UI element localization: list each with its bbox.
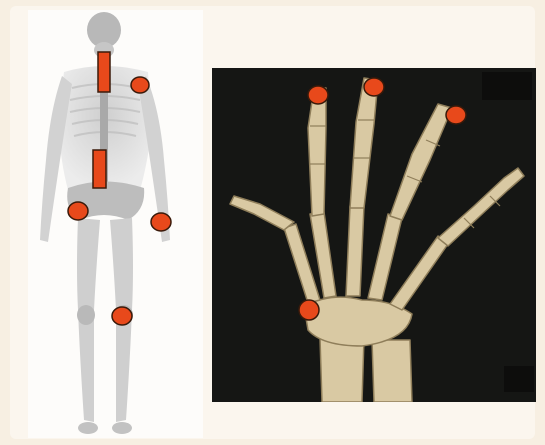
bone-scan-image (28, 10, 203, 438)
marker-thumb-base (299, 300, 319, 320)
hand-3d-ct-render (212, 68, 536, 402)
index-finger (308, 88, 326, 216)
marker-lumbar-spine (93, 150, 106, 188)
whole-body-bone-scan (28, 10, 203, 438)
marker-cervical-spine (98, 52, 110, 92)
marker-right-shoulder (131, 77, 149, 93)
radius-bone (320, 338, 364, 402)
marker-ring-fingertip (446, 106, 466, 124)
marker-right-hip (68, 202, 88, 220)
middle-metacarpal (346, 206, 364, 296)
marker-middle-fingertip (364, 78, 384, 96)
marker-left-hip (151, 213, 171, 231)
marker-index-fingertip (308, 86, 328, 104)
ulna-bone (372, 340, 412, 402)
hand-image (212, 68, 536, 402)
marker-left-knee (112, 307, 132, 325)
